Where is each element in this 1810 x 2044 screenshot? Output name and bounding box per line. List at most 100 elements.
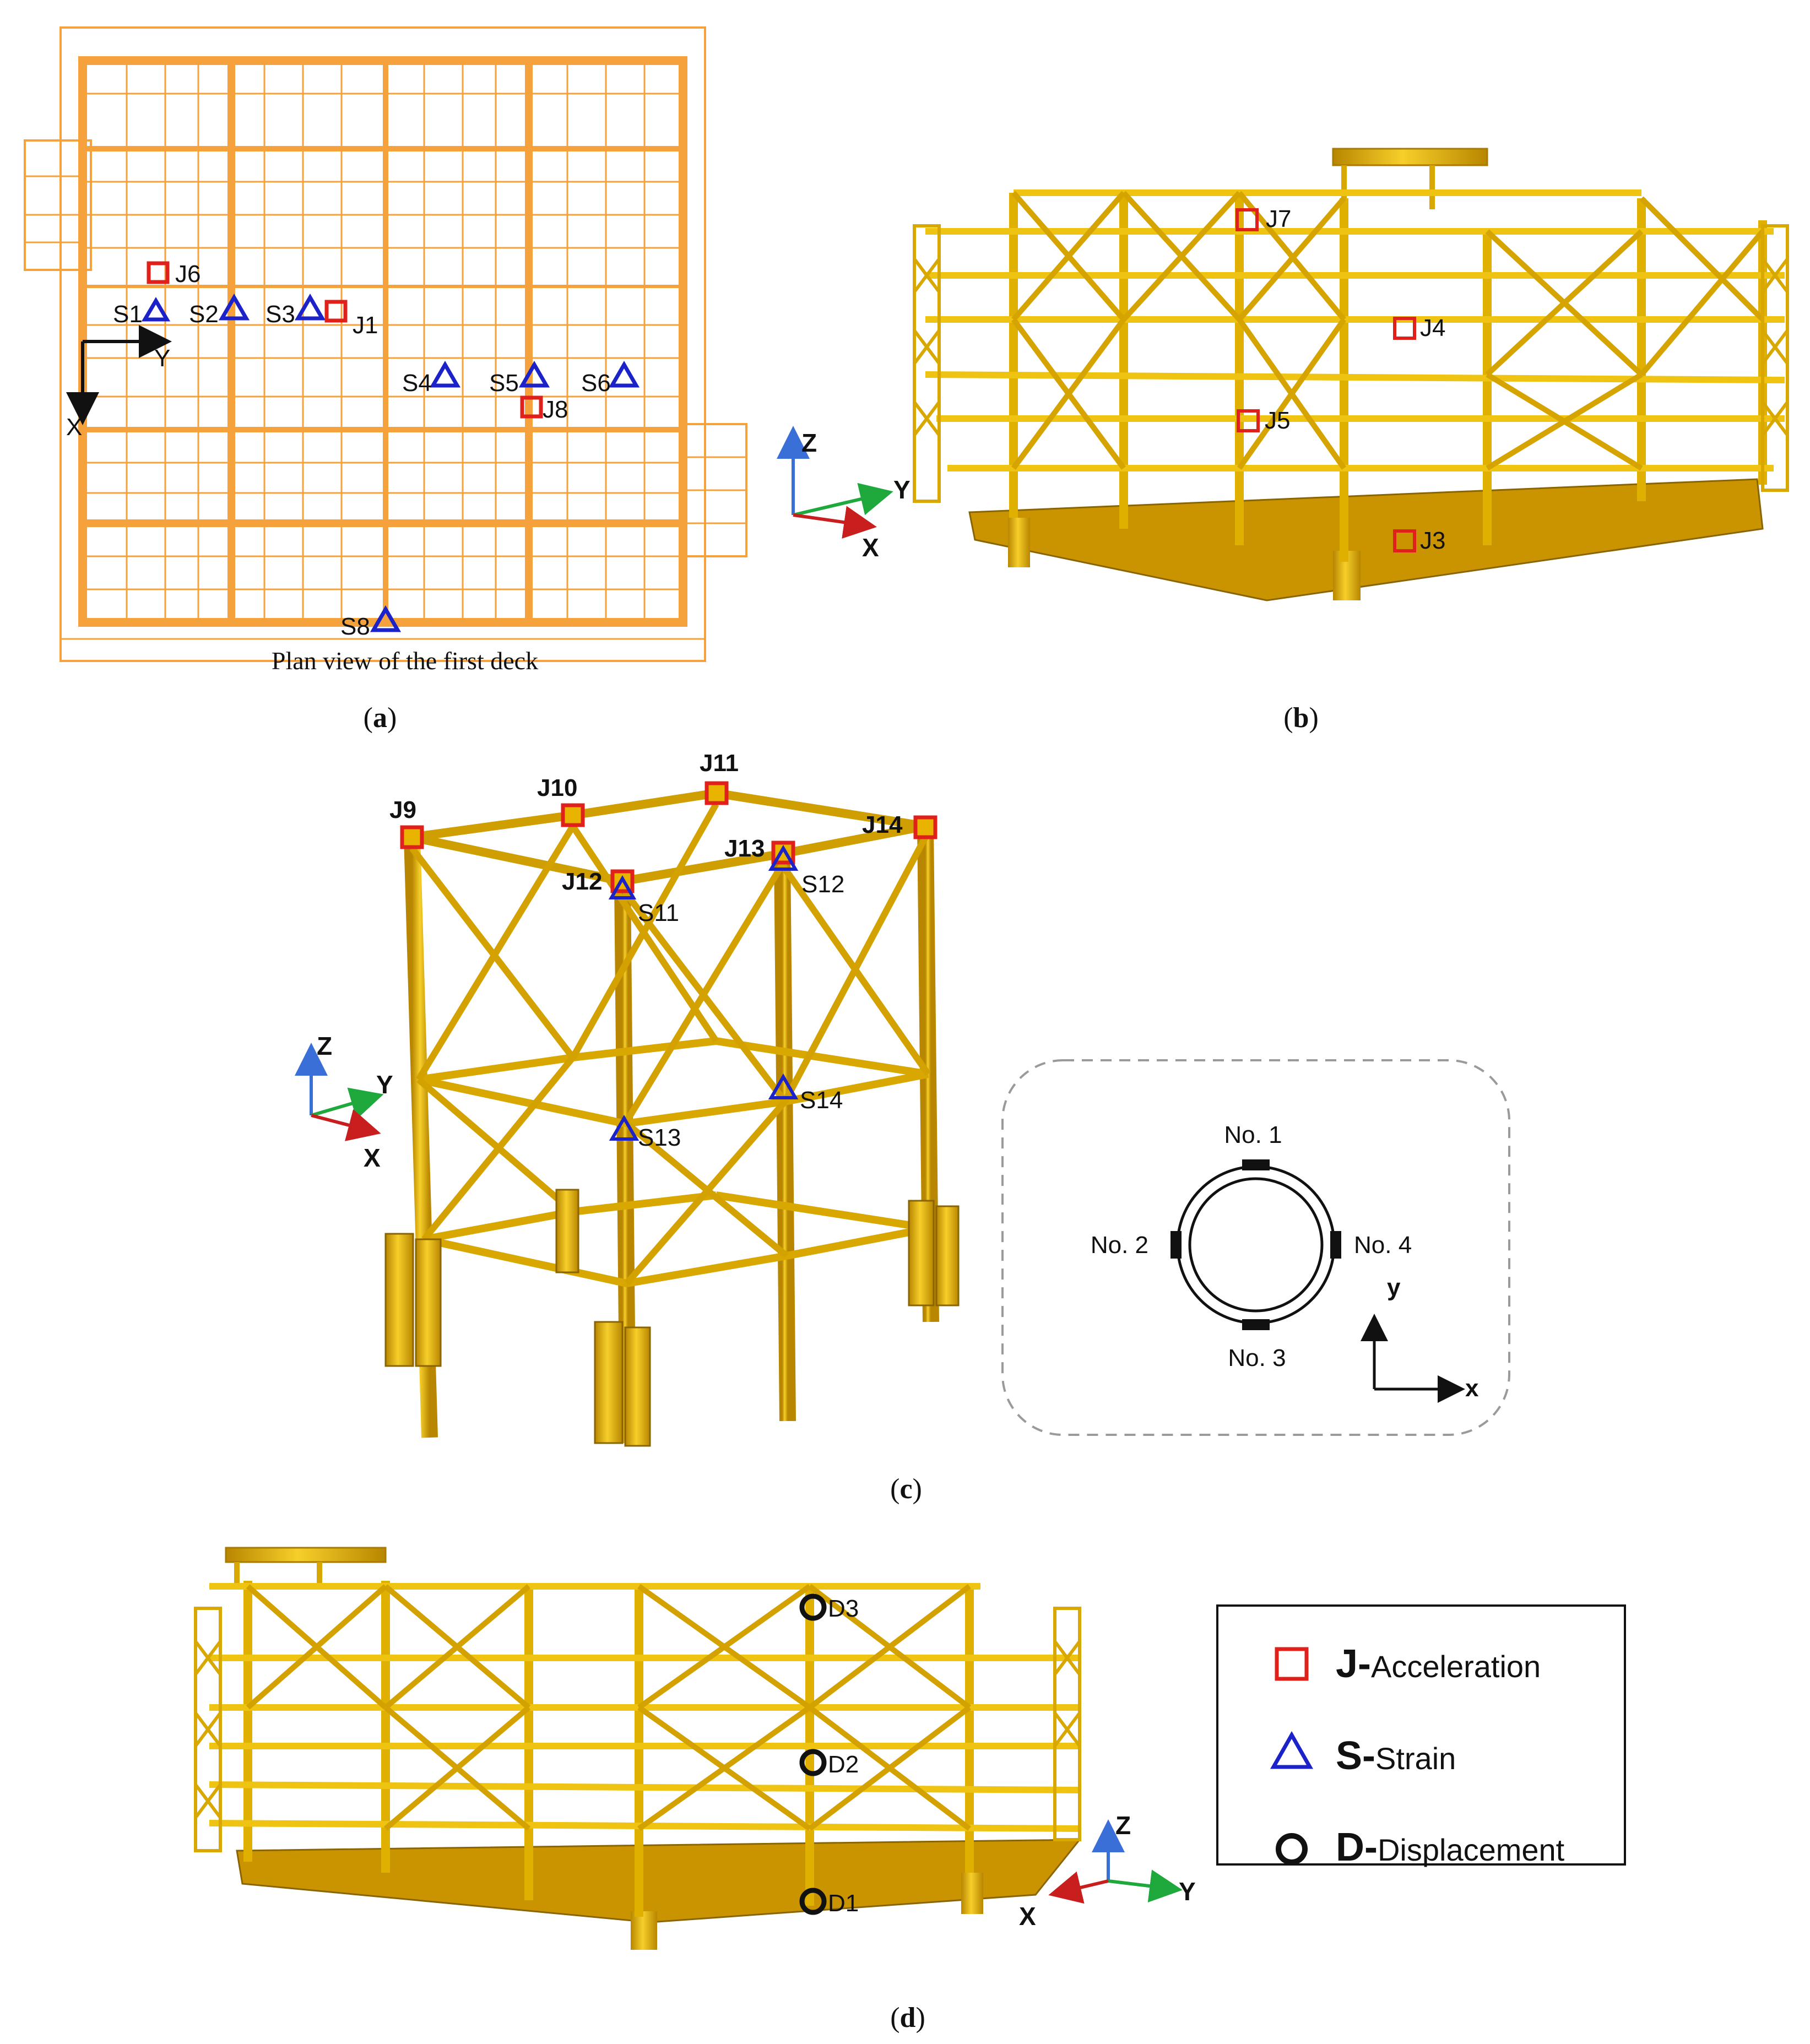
sensor-j5-label: J5: [1265, 407, 1290, 434]
panel-d-structure: [194, 1547, 1082, 1950]
panel-c-axes: Z Y X: [295, 1032, 393, 1172]
panel-b-structure: [913, 148, 1789, 601]
panel-d-caption: (d): [890, 2002, 925, 2034]
legend-acceleration-square: [1275, 1647, 1309, 1681]
gauge-no4-label: No. 4: [1354, 1232, 1412, 1259]
sensor-j10-label: J10: [537, 774, 577, 801]
sensor-s13-marker: [609, 1115, 640, 1141]
sensor-j11-marker: [705, 781, 729, 805]
sensor-j3-label: J3: [1420, 527, 1445, 554]
sensor-s4-label: S4: [402, 370, 432, 397]
plan-grid: [24, 26, 747, 662]
panel-d-sensors: D3 D2 D1: [799, 1593, 859, 1917]
panel-c-axis-y: Y: [376, 1070, 393, 1099]
sensor-j6-marker: [147, 261, 170, 284]
sensor-j14-label: J14: [862, 811, 903, 838]
panel-d-axis-z: Z: [1115, 1811, 1131, 1840]
panel-a: Y X J6 S1 S2 S3 J1 S4 S5 S6 J8 S8: [24, 26, 747, 734]
gauge-no3-label: No. 3: [1228, 1344, 1286, 1371]
sensor-j1-label: J1: [353, 312, 378, 339]
panel-b-axis-y: Y: [893, 475, 911, 504]
sensor-s14-marker: [768, 1073, 799, 1099]
inset-axis-x: x: [1465, 1375, 1479, 1402]
legend-displacement: D-Displacement: [1336, 1825, 1565, 1869]
sensor-s6-marker: [608, 361, 640, 388]
panel-d-axes: Z Y X: [1019, 1811, 1196, 1931]
sensor-j1-marker: [324, 300, 348, 323]
sensor-s12-label: S12: [801, 871, 844, 898]
strain-gauge-inset: No. 1 No. 2 No. 3 No. 4 y x: [1001, 1059, 1510, 1436]
plan-axis-y-label: Y: [154, 345, 170, 372]
sensor-d1-label: D1: [828, 1890, 859, 1917]
sensor-d1-marker: [799, 1888, 827, 1915]
sensor-s4-marker: [429, 361, 461, 388]
sensor-s1-label: S1: [113, 301, 143, 328]
sensor-j4-marker: [1393, 317, 1416, 340]
gauge-no1-label: No. 1: [1224, 1121, 1282, 1148]
pipe-inner-ring: [1188, 1177, 1324, 1313]
sensor-j14-marker: [913, 815, 937, 839]
pipe-outer-ring: [1176, 1165, 1336, 1325]
sensor-s3-marker: [294, 294, 326, 321]
legend: J-Acceleration S-Strain D-Displacement: [1216, 1604, 1626, 1869]
sensor-s2-marker: [218, 294, 250, 321]
panel-c-axis-z: Z: [317, 1032, 332, 1060]
panel-b: J7 J4 J5 J3 Z Y X (b): [777, 148, 1789, 734]
sensor-d2-marker: [799, 1749, 827, 1776]
sensor-j4-label: J4: [1420, 315, 1445, 341]
legend-strain: S-Strain: [1336, 1734, 1456, 1778]
inset-axis-y: y: [1387, 1274, 1401, 1301]
sensor-j12-label: J12: [562, 868, 602, 895]
sensor-j10-marker: [561, 803, 585, 827]
sensor-d2-label: D2: [828, 1751, 859, 1778]
panel-d: D3 D2 D1 Z Y X J-Acceleration S-Strain D…: [194, 1547, 1626, 2034]
sensor-s5-label: S5: [489, 370, 519, 397]
gauge-no2-label: No. 2: [1091, 1232, 1148, 1259]
panel-c-structure: [384, 789, 960, 1447]
legend-strain-triangle: [1270, 1731, 1314, 1769]
sensor-s2-label: S2: [189, 301, 219, 328]
sensor-s11-label: S11: [638, 899, 679, 926]
plan-view-title: Plan view of the first deck: [272, 647, 538, 675]
legend-acceleration: J-Acceleration: [1336, 1642, 1541, 1686]
sensor-d3-label: D3: [828, 1595, 859, 1622]
sensor-d3-marker: [799, 1593, 827, 1621]
sensor-s8-marker: [370, 605, 402, 632]
sensor-j8-marker: [520, 395, 543, 419]
sensor-j13-label: J13: [724, 835, 765, 862]
sensor-j3-marker: [1393, 529, 1416, 552]
sensor-j9-label: J9: [389, 796, 416, 823]
panel-b-caption: (b): [1283, 702, 1319, 734]
sensor-j11-label: J11: [700, 750, 739, 777]
plan-axis-x-label: X: [66, 414, 82, 441]
sensor-s11-marker: [608, 875, 637, 899]
sensor-j7-marker: [1235, 208, 1259, 231]
sensor-j6-label: J6: [175, 261, 200, 288]
legend-displacement-circle: [1276, 1833, 1308, 1865]
sensor-j7-label: J7: [1266, 205, 1291, 232]
panel-b-sensors: J7 J4 J5 J3: [1235, 205, 1445, 554]
sensor-s12-marker: [768, 845, 799, 871]
sensor-j9-marker: [400, 825, 424, 849]
panel-d-axis-y: Y: [1179, 1877, 1196, 1906]
sensor-s13-label: S13: [638, 1124, 681, 1151]
panel-c: J9 J10 J11 J12 J13 J14 S11 S12 S13 S14 Z: [295, 750, 1510, 1505]
gauge-no3: [1242, 1319, 1270, 1330]
panel-a-sensors: J6 S1 S2 S3 J1 S4 S5 S6 J8 S8: [113, 261, 640, 640]
plan-axes: Y X: [66, 325, 172, 441]
sensor-j5-marker: [1237, 409, 1260, 432]
panel-a-caption: (a): [364, 702, 397, 734]
sensor-s8-label: S8: [340, 613, 370, 640]
panel-d-axis-x: X: [1019, 1902, 1036, 1931]
gauge-no2: [1170, 1231, 1182, 1259]
sensor-s1-marker: [141, 297, 171, 322]
gauge-no4: [1330, 1231, 1341, 1259]
panel-b-axis-x: X: [862, 533, 879, 562]
sensor-s5-marker: [518, 361, 550, 388]
sensor-j8-label: J8: [543, 396, 568, 423]
sensor-s6-label: S6: [581, 370, 611, 397]
panel-c-caption: (c): [890, 1473, 922, 1505]
panel-c-axis-x: X: [364, 1143, 381, 1172]
gauge-no1: [1242, 1159, 1270, 1170]
